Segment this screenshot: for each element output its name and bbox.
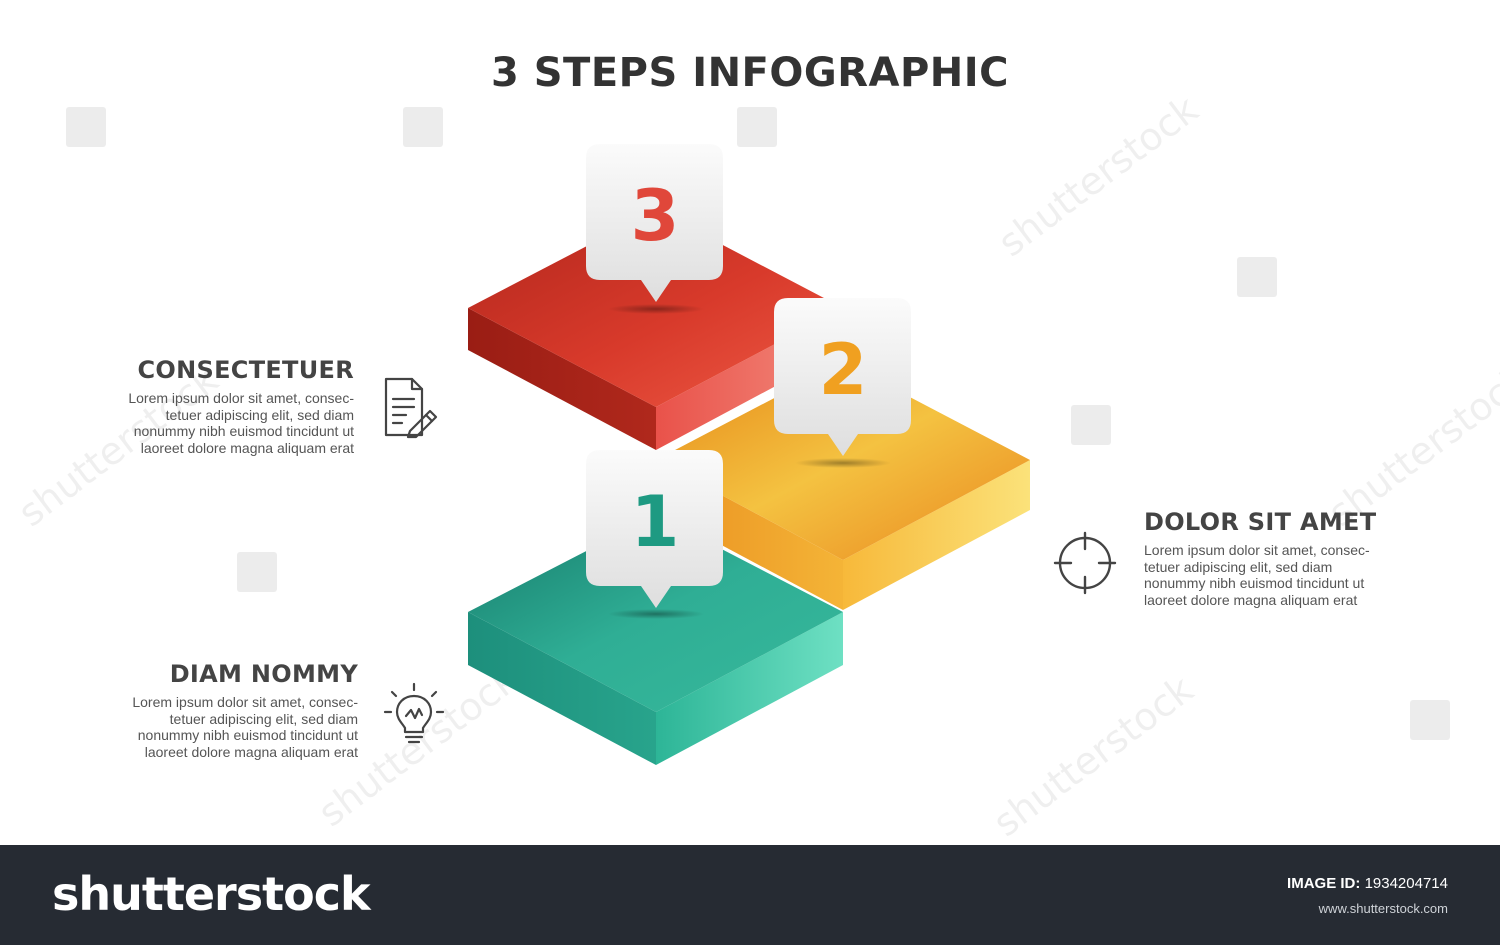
lightbulb-icon [383,682,445,744]
step-2-text: DOLOR SIT AMET Lorem ipsum dolor sit ame… [1144,508,1444,608]
shutterstock-logo: shutterstock [52,867,371,921]
image-id-value: 1934204714 [1364,875,1448,892]
step-1-side-right [656,612,843,765]
page-title: 3 STEPS INFOGRAPHIC [490,50,1010,96]
target-icon [1053,531,1117,595]
step-1-pin: 1 [586,450,723,619]
step-2-pin: 2 [774,298,911,468]
watermark-tile [1237,257,1277,297]
watermark-tile [403,107,443,147]
image-id: IMAGE ID: 1934204714 [1287,875,1448,892]
watermark-tile [1410,700,1450,740]
step-1-heading: DIAM NOMMY [169,660,358,688]
step-3-pin: 3 [586,144,723,314]
step-2-heading: DOLOR SIT AMET [1144,508,1377,536]
step-1-side-left [468,612,656,765]
step-1-text: DIAM NOMMY Lorem ipsum dolor sit amet, c… [58,660,358,760]
step-2-side-right [843,460,1030,610]
step-3-number: 3 [631,175,680,257]
watermark-tile [737,107,777,147]
watermark-tile [1071,405,1111,445]
document-edit-icon [384,377,438,439]
watermark-tile [237,552,277,592]
stock-footer-bar: shutterstock IMAGE ID: 1934204714 www.sh… [0,845,1500,945]
step-2-description: Lorem ipsum dolor sit amet, consec- tetu… [1144,542,1370,608]
step-3-heading: CONSECTETUER [137,356,354,384]
step-3-text: CONSECTETUER Lorem ipsum dolor sit amet,… [54,356,354,456]
site-url[interactable]: www.shutterstock.com [1318,901,1448,916]
step-3-side-left [468,308,656,450]
image-id-label: IMAGE ID: [1287,875,1361,892]
step-3-description: Lorem ipsum dolor sit amet, consec- tetu… [128,390,354,456]
watermark-tile [66,107,106,147]
step-2-number: 2 [819,329,868,411]
step-1-number: 1 [631,481,680,563]
step-1-description: Lorem ipsum dolor sit amet, consec- tetu… [132,694,358,760]
